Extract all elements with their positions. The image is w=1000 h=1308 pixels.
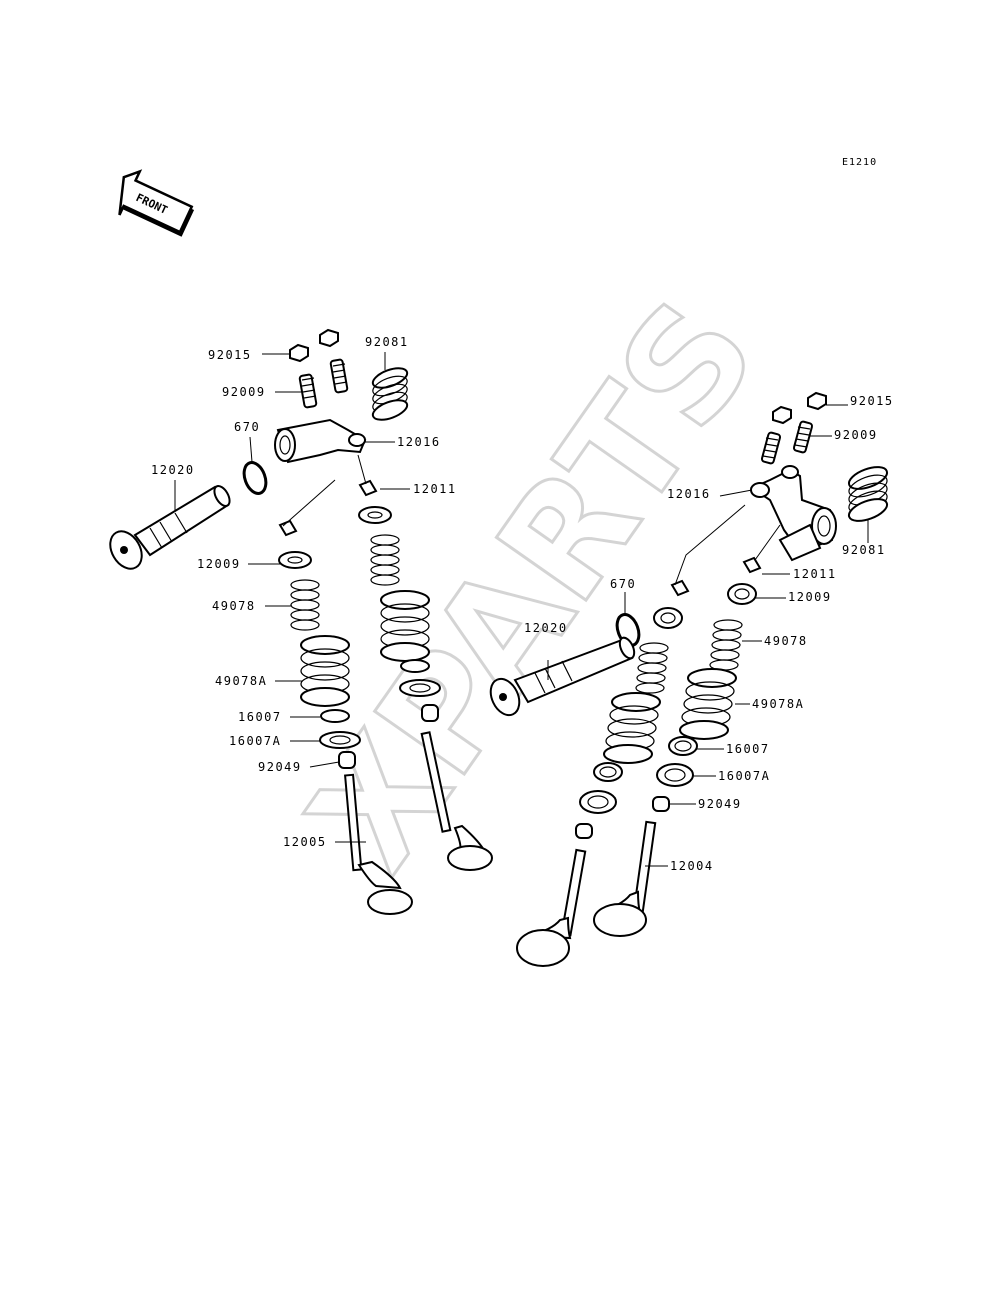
label-l-92049: 92049 xyxy=(258,760,302,774)
right-valve-stack-a xyxy=(593,583,757,937)
right-spring-92081 xyxy=(847,466,889,522)
label-l-12009: 12009 xyxy=(197,557,241,571)
left-leader-lines xyxy=(174,352,410,843)
outer-spring-49078A xyxy=(300,635,350,707)
left-spring-92081 xyxy=(371,367,409,421)
right-cotter-12011-b xyxy=(670,579,690,597)
label-r-12009: 12009 xyxy=(788,590,832,604)
label-r-12004: 12004 xyxy=(670,859,714,873)
label-r-49078A: 49078A xyxy=(752,697,804,711)
front-arrow-icon: FRONT xyxy=(118,169,195,237)
label-r-12011: 12011 xyxy=(793,567,837,581)
label-r-12016: 12016 xyxy=(667,487,711,501)
right-nut-92015-b xyxy=(772,405,792,425)
label-r-92081: 92081 xyxy=(842,543,886,557)
label-l-16007: 16007 xyxy=(238,710,282,724)
right-valve-stack-b xyxy=(516,607,683,967)
label-r-16007A: 16007A xyxy=(718,769,770,783)
label-l-92015: 92015 xyxy=(208,348,252,362)
left-cotter-12011-b xyxy=(278,519,298,537)
left-nut-92015-b xyxy=(319,328,339,348)
seat-16007 xyxy=(320,709,350,723)
diagram-code: E1210 xyxy=(842,157,877,168)
label-l-12020: 12020 xyxy=(151,463,195,477)
label-l-12016: 12016 xyxy=(397,435,441,449)
left-cotter-12011-a xyxy=(358,479,378,497)
label-l-49078A: 49078A xyxy=(215,674,267,688)
label-r-12020: 12020 xyxy=(524,621,568,635)
inner-spring-49078 xyxy=(290,579,320,631)
retainer-12009 xyxy=(278,551,312,569)
label-r-92015: 92015 xyxy=(850,394,894,408)
label-r-49078: 49078 xyxy=(764,634,808,648)
label-l-12011: 12011 xyxy=(413,482,457,496)
label-l-92081: 92081 xyxy=(365,335,409,349)
left-o-ring-670 xyxy=(242,461,268,495)
seal-92049 xyxy=(338,751,356,769)
label-r-92049: 92049 xyxy=(698,797,742,811)
label-l-16007A: 16007A xyxy=(229,734,281,748)
label-l-12005: 12005 xyxy=(283,835,327,849)
right-rocker-shaft-12020 xyxy=(489,636,636,717)
left-rocker-shaft-12020 xyxy=(109,485,231,570)
label-r-92009: 92009 xyxy=(834,428,878,442)
right-cotter-12011-a xyxy=(742,556,762,574)
right-adjust-screw-a xyxy=(792,420,814,454)
right-leader-lines xyxy=(547,404,869,867)
valve-12005 xyxy=(344,773,413,915)
seat-16007A xyxy=(319,731,361,749)
right-rocker-arm-12016 xyxy=(749,465,837,562)
left-rocker-arm-12016 xyxy=(274,418,367,464)
left-nut-92015-a xyxy=(289,343,309,363)
label-r-16007: 16007 xyxy=(726,742,770,756)
left-valve-stack-b xyxy=(358,506,493,871)
right-adjust-screw-b xyxy=(760,431,782,465)
label-l-670: 670 xyxy=(234,420,260,434)
left-valve-stack-a xyxy=(278,551,413,915)
left-adjust-screw-b xyxy=(329,358,349,394)
left-adjust-screw-a xyxy=(298,373,318,409)
label-l-92009: 92009 xyxy=(222,385,266,399)
label-r-670: 670 xyxy=(610,577,636,591)
left-assembly: 92015 92009 92081 670 12016 12020 12011 … xyxy=(109,328,493,915)
right-nut-92015-a xyxy=(807,391,827,411)
label-l-49078: 49078 xyxy=(212,599,256,613)
right-assembly: 92015 92009 12016 92081 12011 670 12009 … xyxy=(489,391,894,967)
